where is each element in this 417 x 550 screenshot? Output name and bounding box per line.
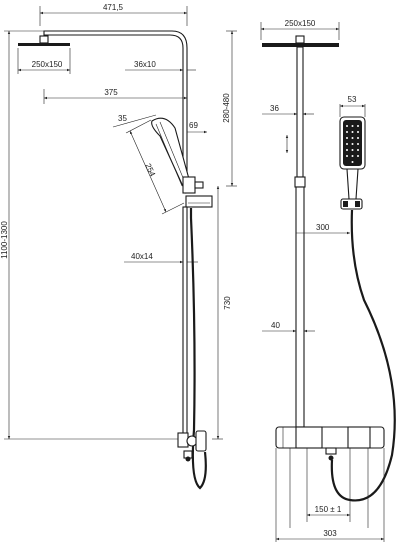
label-head-size-right: 250x150 bbox=[285, 19, 316, 28]
label-height-adjust: 280-480 bbox=[222, 93, 231, 123]
label-handshower-reach: 375 bbox=[104, 88, 118, 97]
label-rail-section: 40x14 bbox=[131, 252, 153, 261]
label-rail-offset: 300 bbox=[316, 223, 330, 232]
dim-handshower-width: 53 bbox=[339, 95, 366, 117]
label-total-height: 1100-1300 bbox=[0, 221, 9, 259]
wall-inlets bbox=[289, 448, 369, 528]
hand-shower-front bbox=[339, 116, 366, 210]
thermostat-mixer bbox=[275, 426, 385, 461]
overhead-shower-head-front bbox=[262, 35, 339, 47]
label-handshower-angle: 35 bbox=[118, 114, 127, 123]
dim-total-width: 471,5 bbox=[39, 3, 188, 26]
left-view: 471,5 250x150 36x10 375 bbox=[0, 3, 237, 490]
dim-handshower-angle: 35 bbox=[112, 114, 157, 128]
shower-arm bbox=[43, 30, 188, 178]
dim-rail-diameter: 40 bbox=[262, 321, 315, 333]
label-rail-height: 730 bbox=[223, 296, 232, 310]
dim-head-size-right: 250x150 bbox=[260, 19, 340, 40]
riser-pipe bbox=[296, 46, 304, 178]
label-total-width: 471,5 bbox=[103, 3, 124, 12]
label-center-distance: 150 ± 1 bbox=[315, 505, 342, 514]
label-rail-diameter: 40 bbox=[271, 321, 280, 330]
label-arm-offset-right: 36 bbox=[270, 104, 279, 113]
dim-rail-offset: 300 bbox=[296, 223, 350, 235]
label-arm-offset-left: 36x10 bbox=[134, 60, 156, 69]
wall-connector-left bbox=[177, 430, 207, 462]
dim-center-distance: 150 ± 1 bbox=[307, 505, 350, 517]
label-handshower-width: 53 bbox=[348, 95, 357, 104]
dim-height-adjust: 280-480 bbox=[222, 30, 237, 187]
slider-bracket bbox=[182, 176, 213, 208]
dim-head-size-left: 250x150 bbox=[17, 48, 71, 74]
right-view: 250x150 36 300 bbox=[260, 19, 396, 542]
dim-arm-offset-left: 36x10 bbox=[125, 60, 196, 72]
label-head-size-left: 250x150 bbox=[32, 60, 63, 69]
dim-handshower-gap: 69 bbox=[187, 121, 207, 134]
dim-thermostat-width: 303 bbox=[275, 448, 385, 542]
slide-rail bbox=[182, 206, 188, 436]
overhead-shower-head bbox=[18, 35, 70, 46]
hose-left bbox=[189, 208, 207, 490]
label-handshower-gap: 69 bbox=[189, 121, 198, 130]
dim-rail-height: 730 bbox=[212, 186, 232, 440]
label-thermostat-width: 303 bbox=[323, 529, 337, 538]
slide-rail-front bbox=[295, 186, 305, 428]
hose-right bbox=[330, 209, 396, 502]
dim-handshower-reach: 375 bbox=[43, 88, 187, 104]
label-handshower-length: 254 bbox=[143, 162, 157, 178]
dim-total-height: 1100-1300 bbox=[0, 30, 182, 440]
height-coupling bbox=[294, 176, 306, 188]
dim-arm-offset-right: 36 bbox=[262, 104, 314, 116]
